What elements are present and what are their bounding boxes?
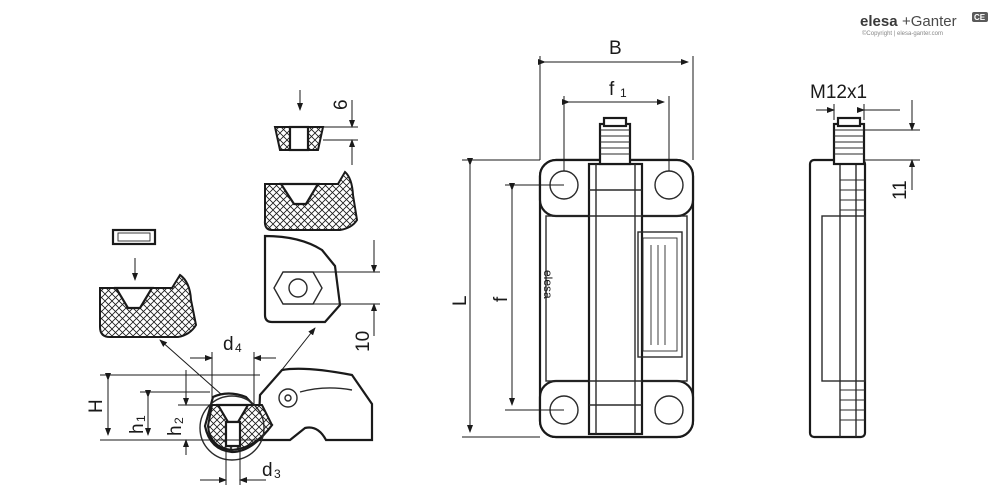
dim-b-label: B [609, 38, 622, 59]
dim-h1-sub: 1 [134, 415, 148, 422]
detail-hex-view: 10 [263, 234, 380, 352]
detail-profile-top [263, 170, 359, 231]
dim-h2-label: h [165, 425, 186, 436]
ce-badge [972, 12, 988, 22]
dim-6-label: 6 [331, 99, 352, 110]
part-logo: elesa [541, 270, 555, 299]
dim-h-label: H [86, 399, 107, 413]
dim-f1-sub: 1 [620, 86, 627, 100]
detail-dimensions: d 4 d 3 H h 1 h 2 [86, 334, 281, 485]
ce-badge-text: CE [974, 13, 986, 22]
front-view: elesa [538, 116, 695, 439]
brand-logo: elesa +Ganter CE ©Copyright | elesa-gant… [860, 12, 988, 37]
detail-assembled [199, 367, 374, 461]
side-dimensions: M12x1 11 [810, 82, 920, 200]
brand-name-ganter: +Ganter [902, 13, 957, 30]
dim-h1-label: h [127, 423, 148, 434]
dim-l-label: L [450, 295, 471, 306]
front-dimensions: B f 1 L f [450, 38, 694, 438]
brand-copyright: ©Copyright | elesa-ganter.com [862, 30, 943, 37]
side-view [808, 116, 867, 439]
dim-10-label: 10 [353, 331, 374, 352]
dim-f-label: f [491, 296, 512, 302]
dim-m12x1-label: M12x1 [810, 82, 867, 103]
dim-h2-sub: 2 [172, 417, 186, 424]
detail-insert-nut: 6 [273, 90, 358, 165]
dim-d4-label: d [223, 334, 234, 355]
detail-profile-left [99, 228, 198, 338]
dim-d3-label: d [262, 460, 273, 481]
dim-d3-sub: 3 [274, 467, 281, 481]
dim-11-label: 11 [890, 180, 911, 200]
brand-name-elesa: elesa [860, 13, 898, 30]
dim-d4-sub: 4 [235, 341, 242, 355]
dim-f1-label: f [609, 79, 615, 100]
